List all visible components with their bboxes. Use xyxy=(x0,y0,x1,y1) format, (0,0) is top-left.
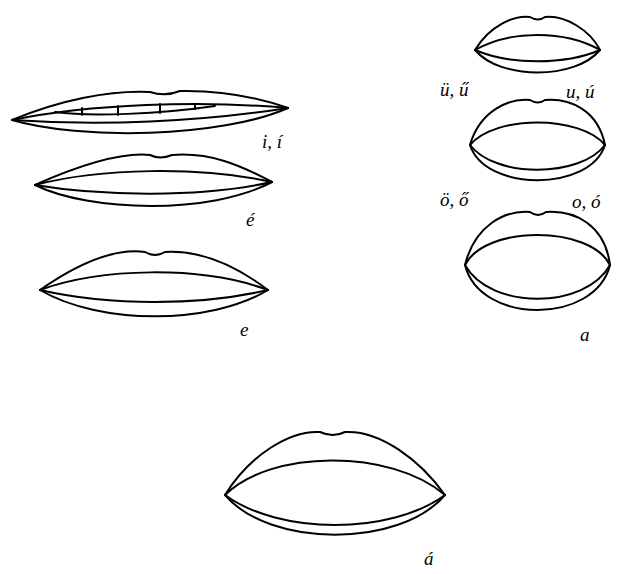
lips-i xyxy=(12,91,288,133)
vowel-label: o, ó xyxy=(572,192,601,211)
vowel-label: u, ú xyxy=(566,82,595,101)
vowel-label: e xyxy=(240,320,248,339)
vowel-label: á xyxy=(424,549,434,568)
vowel-label: ö, ő xyxy=(440,190,469,209)
vowel-label: a xyxy=(580,325,590,344)
lips-e-closed xyxy=(35,155,272,206)
lips-u xyxy=(475,17,600,73)
vowel-label: i, í xyxy=(262,132,282,151)
vowel-label: é xyxy=(246,210,254,229)
lips-o xyxy=(470,100,605,180)
lips-e-open xyxy=(40,251,268,316)
vowel-label: ü, ű xyxy=(440,80,469,99)
lips-a xyxy=(465,212,610,310)
lips-a-long xyxy=(225,432,445,535)
